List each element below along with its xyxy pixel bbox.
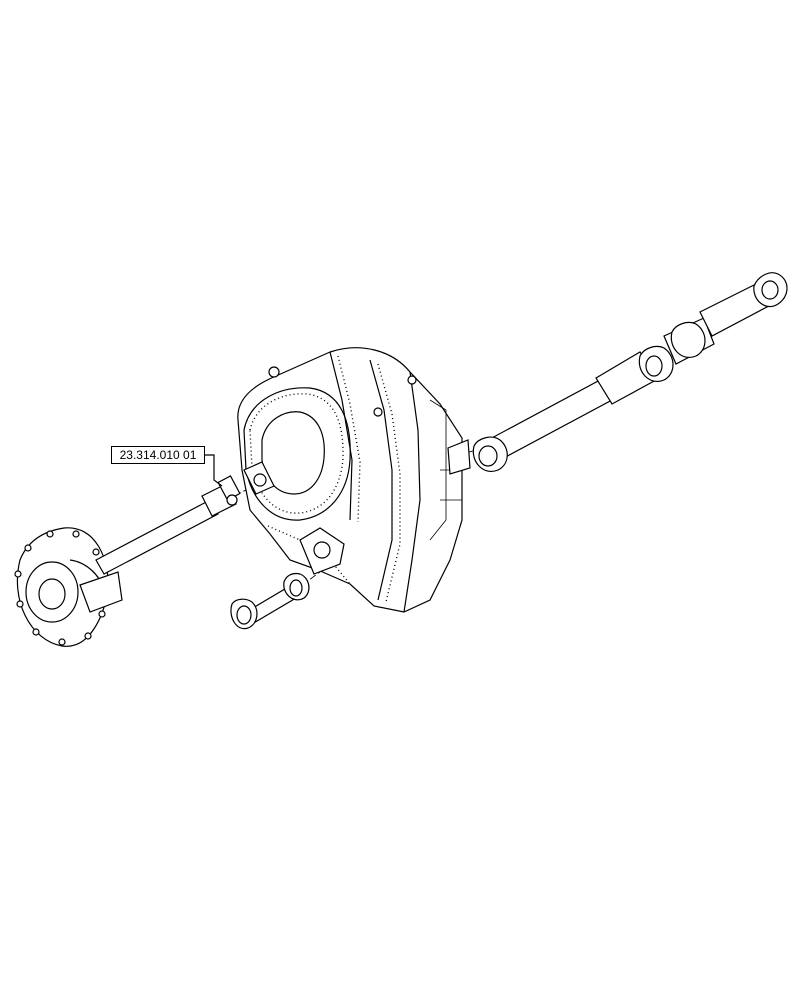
transmission-housing: [237, 347, 471, 613]
wheel-hub-flange: [14, 527, 123, 647]
callout-leader: [205, 454, 223, 487]
front-propeller-shaft: [472, 272, 788, 472]
lower-drive-shaft: [230, 572, 310, 630]
rear-propeller-shaft: [95, 475, 241, 575]
callout-label: 23.314.010 01: [111, 446, 205, 464]
